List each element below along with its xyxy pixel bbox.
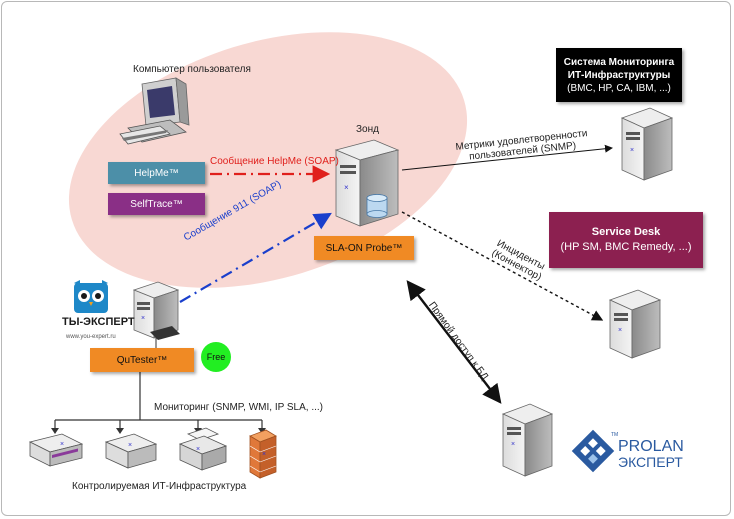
svg-text:×: × [141, 315, 145, 322]
monitoring-system-box: Система Мониторинга ИТ-Инфраструктуры (B… [556, 48, 682, 102]
prolan-logo-icon [571, 429, 615, 473]
monitoring-label: Мониторинг (SNMP, WMI, IP SLA, ...) [154, 402, 323, 413]
monitoring-system-line1: Система Мониторинга [563, 56, 675, 68]
svg-text:×: × [344, 183, 349, 192]
service-desk-server-icon: × [608, 289, 662, 359]
switch-device-icon: × [28, 433, 84, 467]
database-server-icon: × [501, 403, 554, 477]
prolan-logo-mark: TM [611, 432, 619, 438]
monitoring-system-line3: (BMC, HP, CA, IBM, ...) [567, 82, 671, 94]
svg-text:×: × [60, 441, 64, 448]
svg-text:×: × [618, 327, 622, 334]
svg-text:×: × [128, 442, 132, 449]
selftrace-box: SelfTrace™ [108, 193, 205, 215]
sla-on-probe-box: SLA-ON Probe™ [314, 236, 414, 260]
svg-text:×: × [196, 446, 200, 453]
firewall-icon: × [249, 429, 277, 479]
soap-911-arrow [179, 212, 332, 303]
service-desk-subtitle: (HP SM, BMC Remedy, ...) [560, 241, 692, 253]
svg-text:×: × [630, 147, 634, 154]
expert-logo-name: ТЫ-ЭКСПЕРТ [62, 316, 135, 328]
prolan-logo-line2: ЭКСПЕРТ [618, 454, 683, 470]
user-computer-label: Компьютер пользователя [133, 64, 251, 75]
printer-icon: × [178, 427, 228, 471]
service-desk-box: Service Desk (HP SM, BMC Remedy, ...) [549, 212, 703, 268]
helpme-message-label: Сообщение HelpMe (SOAP) [210, 156, 339, 167]
incidents-arrow [401, 211, 604, 321]
free-badge: Free [201, 342, 231, 372]
prolan-logo-line1: PROLAN [618, 438, 684, 455]
monitoring-system-line2: ИТ-Инфраструктуры [567, 69, 671, 81]
user-computer-icon [119, 77, 190, 145]
qutester-box: QuTester™ [90, 348, 194, 372]
helpme-box: HelpMe™ [108, 162, 205, 184]
service-desk-title: Service Desk [591, 226, 661, 238]
monitoring-server-icon: × [620, 107, 674, 181]
metrics-snmp-arrow [401, 144, 613, 171]
probe-server-icon: × [334, 139, 400, 227]
svg-text:×: × [262, 451, 266, 458]
router-device-icon: × [104, 433, 158, 469]
direct-db-arrow [406, 280, 502, 404]
owl-logo-icon [74, 280, 108, 313]
expert-logo-url: www.you-expert.ru [66, 334, 116, 340]
infrastructure-label: Контролируемая ИТ-Инфраструктура [72, 481, 247, 492]
qutester-server-icon: × [132, 281, 180, 340]
svg-text:×: × [511, 441, 515, 448]
probe-label: Зонд [356, 124, 379, 135]
